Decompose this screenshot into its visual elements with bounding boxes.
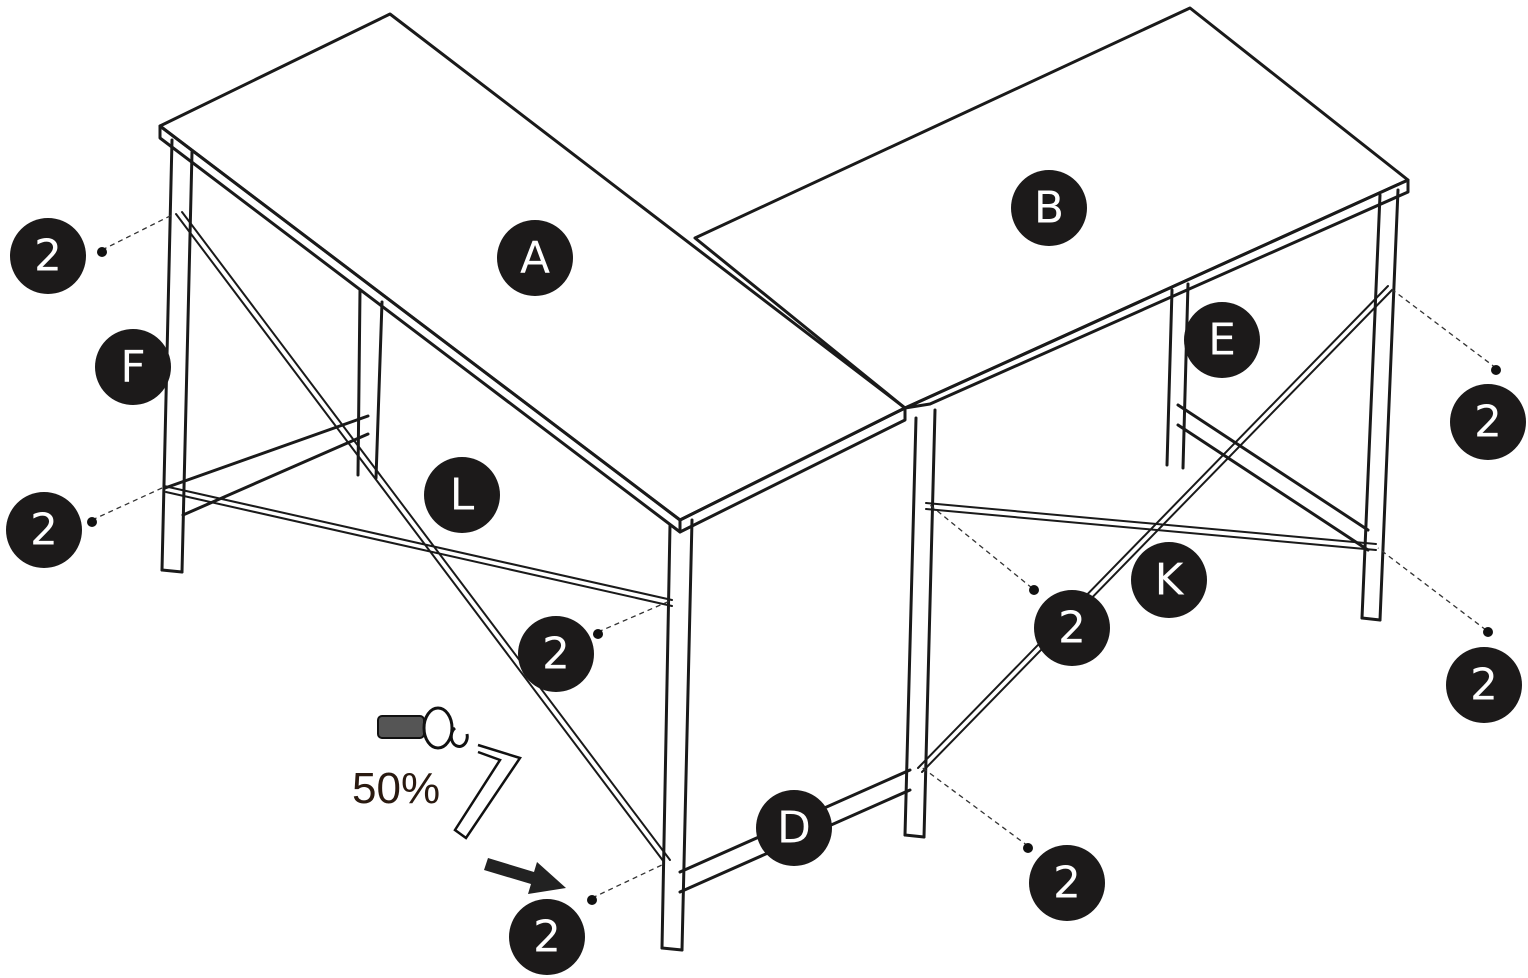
hardware-icon [377, 706, 522, 840]
qty-badge: 2 [509, 899, 585, 975]
part-badge-f: F [95, 329, 171, 405]
svg-text:2: 2 [30, 505, 58, 556]
part-badge-a: A [497, 220, 573, 296]
part-badge-d: D [756, 790, 832, 866]
svg-text:E: E [1208, 315, 1236, 366]
crossbars-l [163, 211, 673, 863]
part-badge-e: E [1184, 302, 1260, 378]
part-badge-b: B [1011, 170, 1087, 246]
qty-badge: 2 [1034, 590, 1110, 666]
tabletop-b [693, 6, 1410, 410]
leg-frame-f [160, 138, 384, 574]
svg-text:2: 2 [34, 231, 62, 282]
qty-badge: 2 [518, 616, 594, 692]
crossbars-k [917, 285, 1393, 773]
arrow-icon [484, 858, 566, 894]
svg-text:A: A [520, 233, 550, 284]
hardware-percent: 50% [352, 764, 440, 813]
qty-badge: 2 [10, 218, 86, 294]
svg-text:2: 2 [1053, 858, 1081, 909]
svg-text:2: 2 [542, 629, 570, 680]
qty-badge: 2 [1029, 845, 1105, 921]
svg-text:B: B [1034, 183, 1064, 234]
svg-text:2: 2 [1058, 603, 1086, 654]
svg-text:2: 2 [533, 912, 561, 963]
qty-badge: 2 [6, 492, 82, 568]
part-badge-k: K [1131, 542, 1207, 618]
svg-text:2: 2 [1474, 397, 1502, 448]
qty-badge: 2 [1446, 647, 1522, 723]
svg-text:F: F [120, 342, 145, 393]
svg-text:L: L [450, 470, 475, 521]
svg-text:2: 2 [1470, 660, 1498, 711]
leg-d [660, 408, 937, 952]
screw-guides [87, 213, 1501, 905]
svg-text:D: D [777, 803, 811, 854]
svg-text:K: K [1155, 555, 1185, 606]
qty-badge: 2 [1450, 384, 1526, 460]
part-badge-l: L [424, 457, 500, 533]
leg-frame-e [1165, 188, 1400, 622]
